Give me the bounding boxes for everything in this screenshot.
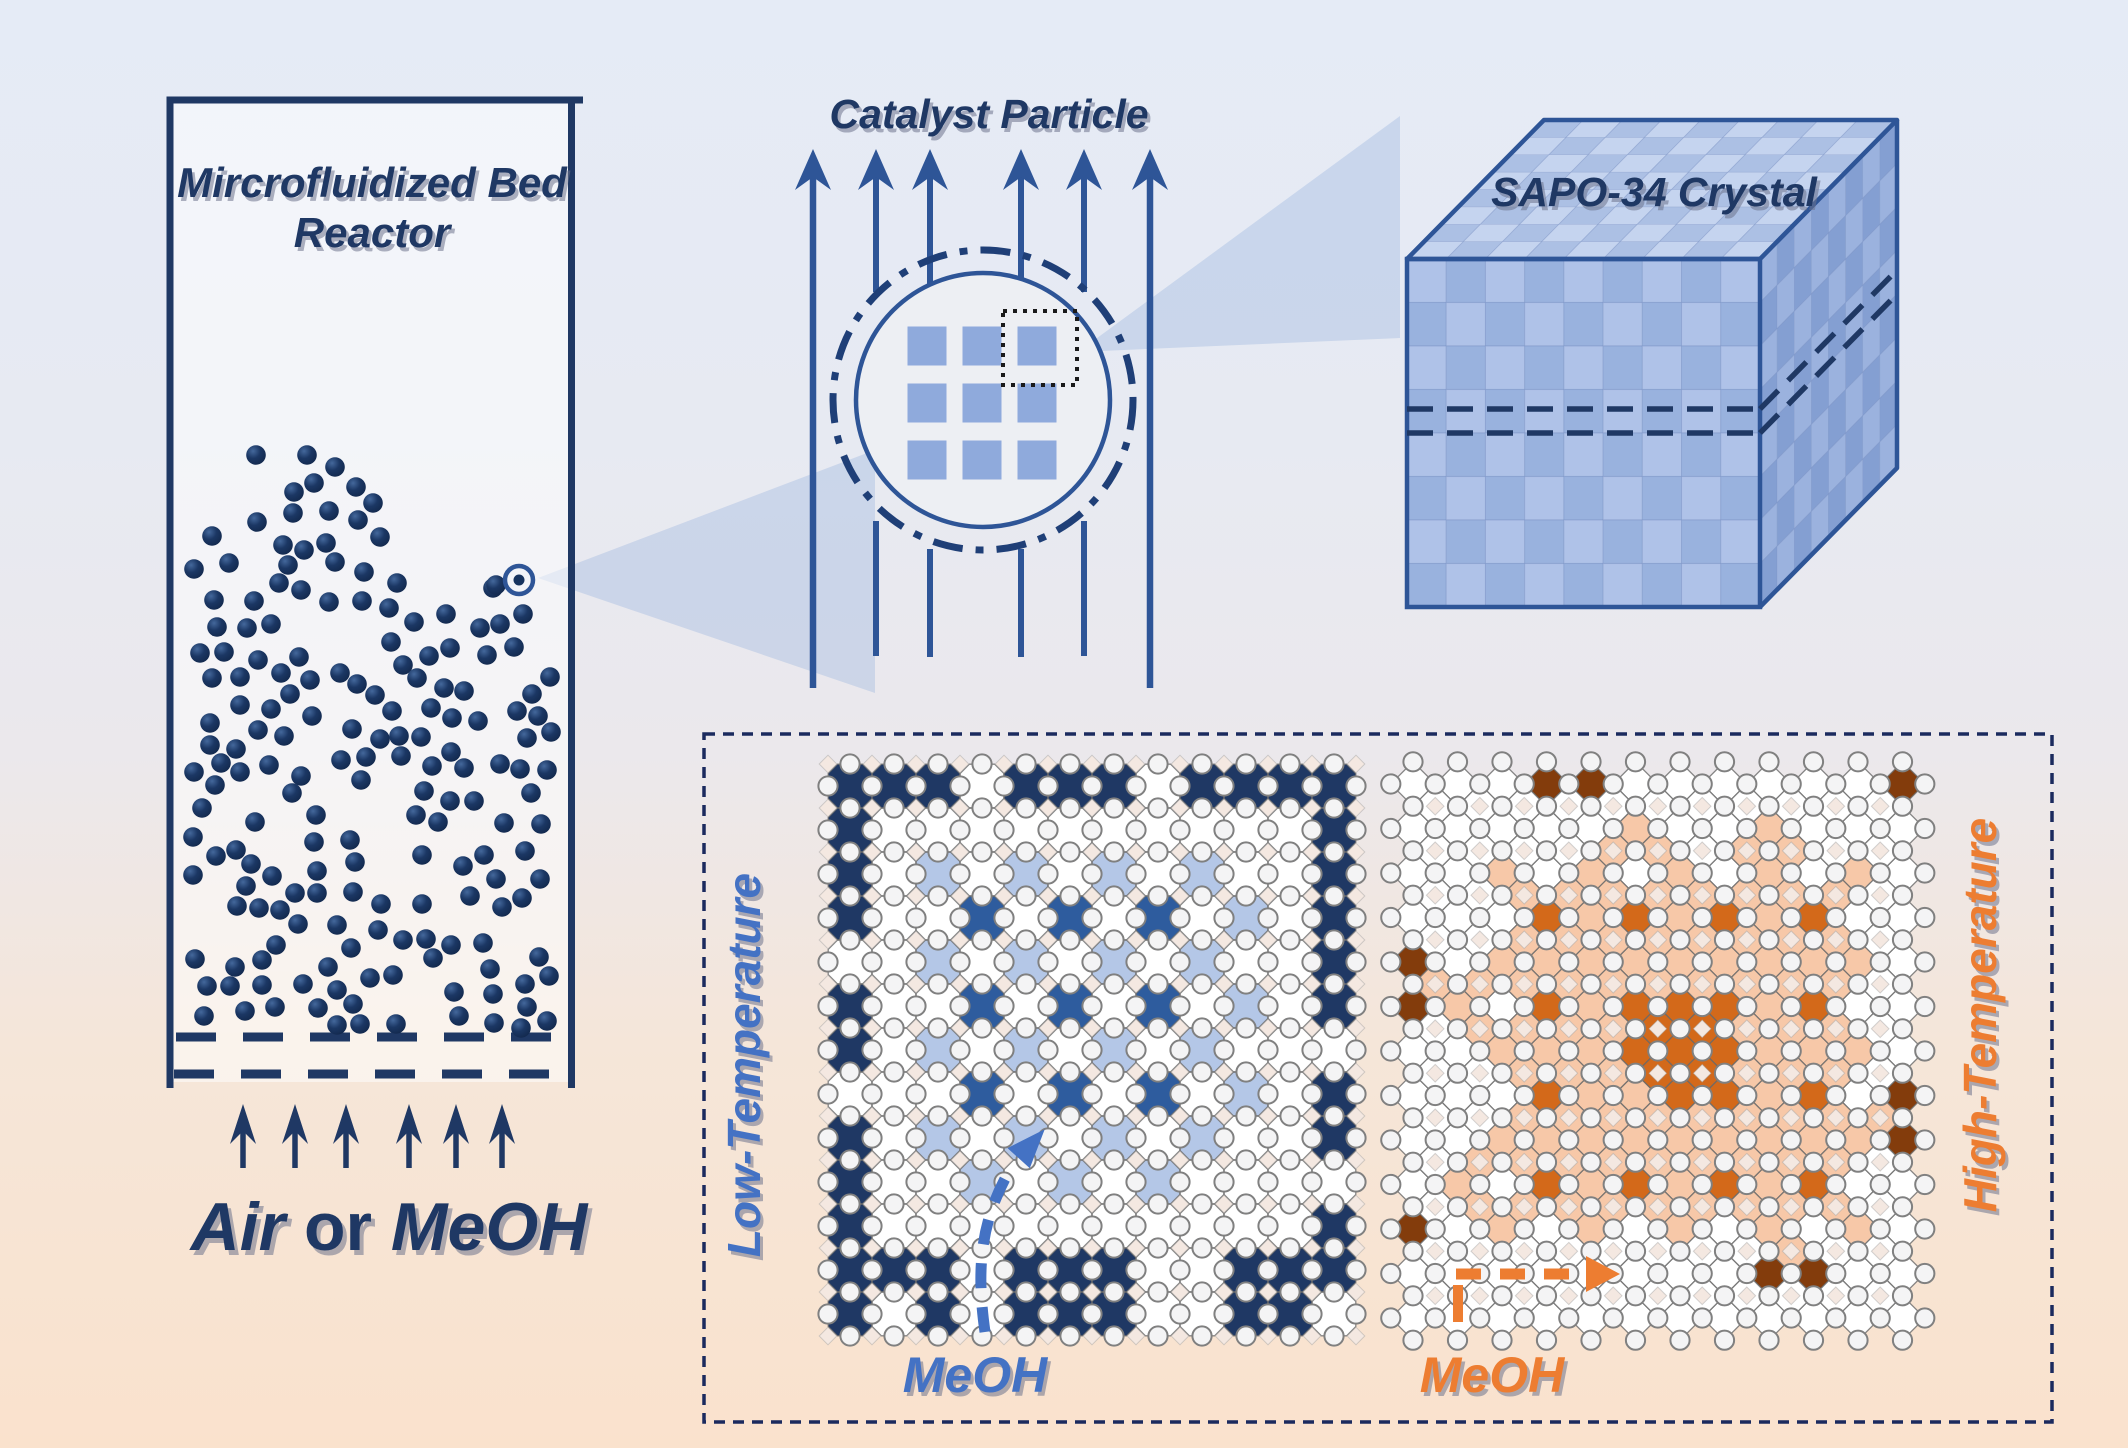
svg-text:Low-Temperature: Low-Temperature — [718, 873, 770, 1257]
svg-text:High-Temperature: High-Temperature — [1954, 818, 2006, 1212]
svg-text:SAPO-34 Crystal: SAPO-34 Crystal — [1491, 169, 1818, 215]
svg-text:Air or MeOH: Air or MeOH — [193, 1194, 594, 1270]
svg-text:Low-Temperature: Low-Temperature — [721, 877, 773, 1261]
svg-text:Catalyst Particle: Catalyst Particle — [829, 91, 1148, 137]
svg-text:MeOH: MeOH — [906, 1351, 1051, 1407]
svg-text:Mircrofluidized Bed: Mircrofluidized Bed — [180, 163, 571, 210]
svg-text:High-Temperature: High-Temperature — [1957, 822, 2009, 1216]
svg-text:MeOH: MeOH — [1423, 1351, 1568, 1407]
svg-text:Reactor: Reactor — [294, 209, 453, 256]
svg-text:SAPO-34 Crystal: SAPO-34 Crystal — [1494, 173, 1821, 219]
svg-text:Air or MeOH: Air or MeOH — [189, 1189, 590, 1265]
svg-text:MeOH: MeOH — [1420, 1347, 1565, 1403]
svg-text:MeOH: MeOH — [903, 1347, 1048, 1403]
svg-text:Mircrofluidized Bed: Mircrofluidized Bed — [177, 159, 568, 206]
svg-text:Reactor: Reactor — [297, 213, 456, 260]
svg-text:Catalyst Particle: Catalyst Particle — [832, 95, 1151, 141]
